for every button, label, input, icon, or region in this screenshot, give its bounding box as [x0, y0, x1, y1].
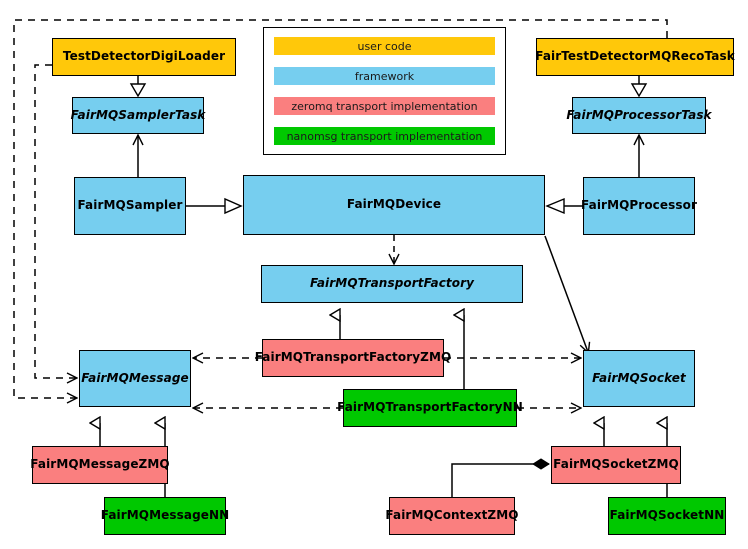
- class-node-fairmqtransportfactoryzmq[interactable]: FairMQTransportFactoryZMQ: [255, 339, 451, 377]
- legend-panel: user code framework zeromq transport imp…: [263, 27, 506, 155]
- class-node-fairmqmessagenn[interactable]: FairMQMessageNN: [101, 497, 229, 535]
- edge-recotask-to-message: [13, 19, 668, 398]
- class-node-fairmqtransportfactory[interactable]: FairMQTransportFactory: [261, 265, 523, 303]
- legend-item-nanomsg: nanomsg transport implementation: [274, 127, 495, 145]
- class-node-fairmqdevice[interactable]: FairMQDevice: [243, 175, 545, 235]
- edge-digiloader-to-message: [34, 64, 76, 378]
- class-node-fairmqmessage[interactable]: FairMQMessage: [79, 350, 191, 407]
- class-node-fairmqsocketzmq[interactable]: FairMQSocketZMQ: [551, 446, 681, 484]
- class-node-fairmqsamplertask[interactable]: FairMQSamplerTask: [71, 97, 205, 134]
- class-node-fairmqcontextzmq[interactable]: FairMQContextZMQ: [385, 497, 518, 535]
- class-node-fairmqsocketnn[interactable]: FairMQSocketNN: [608, 497, 726, 535]
- class-node-fairmqprocessortask[interactable]: FairMQProcessorTask: [566, 97, 712, 134]
- legend-item-framework: framework: [274, 67, 495, 85]
- edge-sampler-to-device: [186, 197, 243, 215]
- legend-item-zeromq: zeromq transport implementation: [274, 97, 495, 115]
- edge-processor-to-device: [545, 197, 583, 215]
- class-node-testdetectordigiloader[interactable]: TestDetectorDigiLoader: [52, 38, 236, 76]
- legend-item-user-code: user code: [274, 37, 495, 55]
- edge-recotask-to-processortask: [630, 76, 648, 98]
- class-node-fairmqsocket[interactable]: FairMQSocket: [583, 350, 695, 407]
- class-node-fairmqtransportfactorynn[interactable]: FairMQTransportFactoryNN: [337, 389, 523, 427]
- class-node-fairmqsampler[interactable]: FairMQSampler: [74, 177, 186, 235]
- class-node-fairmqmessagezmq[interactable]: FairMQMessageZMQ: [30, 446, 170, 484]
- class-node-fairmqprocessor[interactable]: FairMQProcessor: [581, 177, 697, 235]
- class-node-fairtestdetectormqrecotask[interactable]: FairTestDetectorMQRecoTask: [535, 38, 735, 76]
- edge-device-to-socket: [544, 235, 588, 352]
- edge-contextzmq-to-socketzmq: [451, 458, 550, 497]
- edge-digiloader-to-samplertask: [129, 76, 147, 98]
